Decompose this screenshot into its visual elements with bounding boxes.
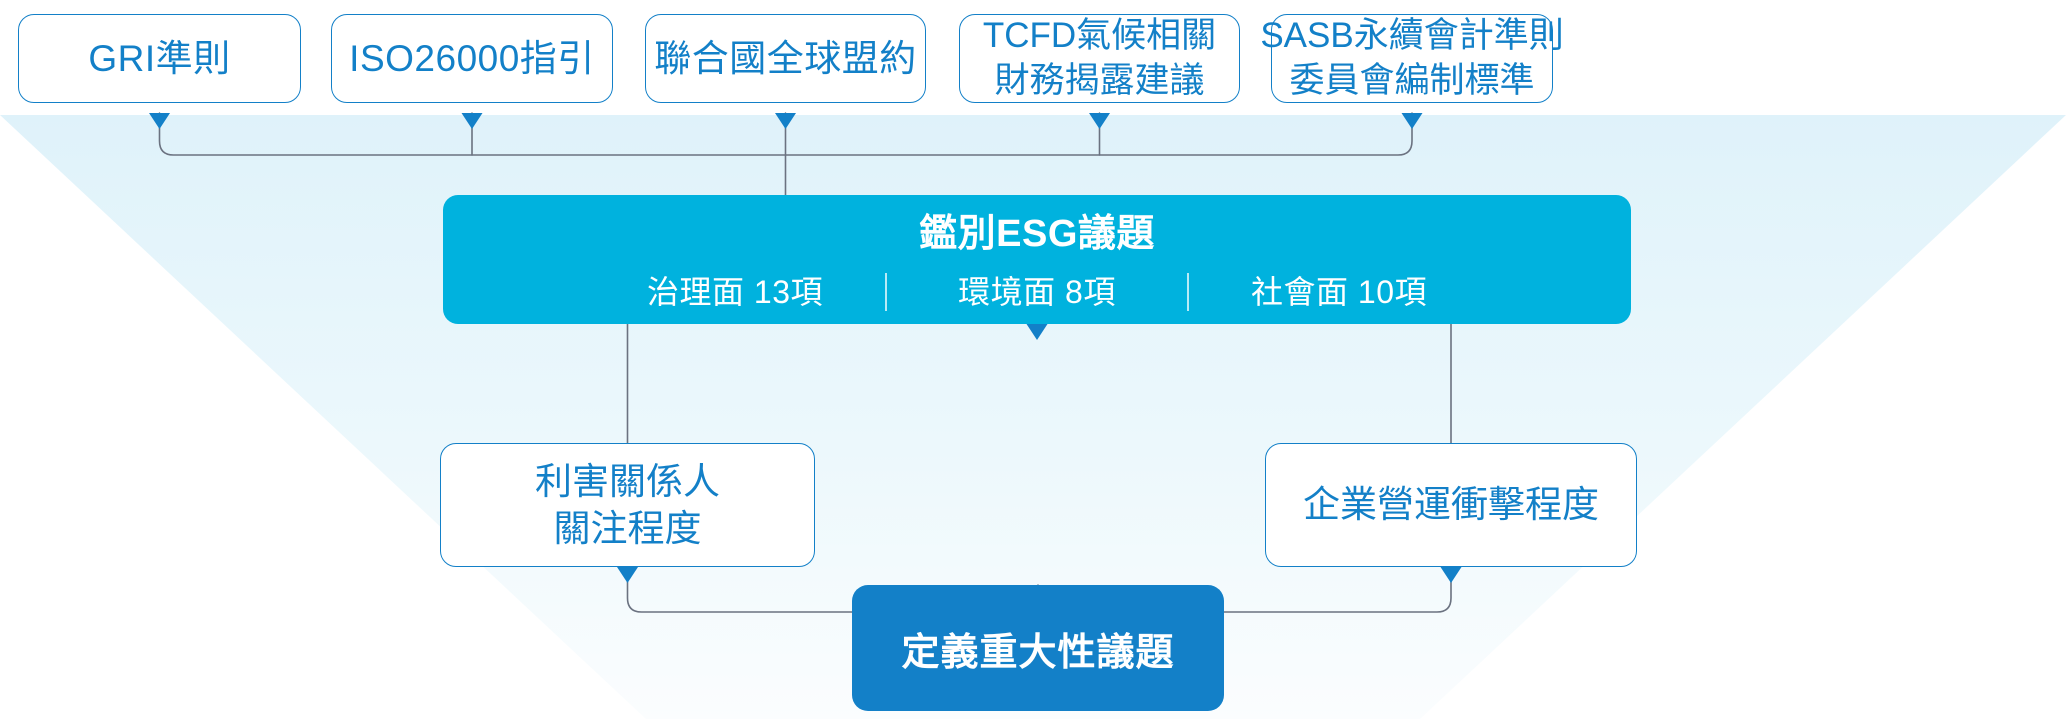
evaluation-box-stakeholder-concern[interactable]: 利害關係人 關注程度 bbox=[440, 443, 815, 567]
identify-esg-topics-title: 鑑別ESG議題 bbox=[919, 212, 1155, 255]
esg-category-environment: 環境面 8項 bbox=[958, 273, 1116, 310]
source-box-tcfd-line-2: 財務揭露建議 bbox=[994, 60, 1205, 100]
source-box-un-global-compact-line-1: 聯合國全球盟約 bbox=[654, 37, 917, 79]
esg-category-governance: 治理面 13項 bbox=[647, 273, 823, 310]
source-box-gri[interactable]: GRI準則 bbox=[18, 14, 301, 103]
category-divider-1 bbox=[885, 272, 887, 311]
evaluation-box-business-impact[interactable]: 企業營運衝擊程度 bbox=[1265, 443, 1637, 567]
evaluation-box-business-impact-line-1: 企業營運衝擊程度 bbox=[1303, 484, 1599, 526]
source-box-sasb-line-2: 委員會編制標準 bbox=[1289, 60, 1535, 100]
outcome-box-label: 定義重大性議題 bbox=[901, 631, 1175, 674]
category-divider-2 bbox=[1187, 272, 1189, 311]
esg-category-row: 治理面 13項 環境面 8項 社會面 10項 bbox=[585, 272, 1489, 311]
outcome-box-define-material-topics[interactable]: 定義重大性議題 bbox=[852, 585, 1224, 711]
source-box-sasb[interactable]: SASB永續會計準則 委員會編制標準 bbox=[1260, 14, 1564, 103]
source-box-tcfd[interactable]: TCFD氣候相關 財務揭露建議 bbox=[959, 14, 1240, 103]
source-box-tcfd-line-1: TCFD氣候相關 bbox=[982, 16, 1217, 56]
source-box-gri-line-1: GRI準則 bbox=[88, 37, 231, 79]
source-box-iso26000[interactable]: ISO26000指引 bbox=[331, 14, 613, 103]
identify-esg-topics-bar[interactable]: 鑑別ESG議題 治理面 13項 環境面 8項 社會面 10項 bbox=[443, 195, 1631, 324]
evaluation-box-stakeholder-concern-line-1: 利害關係人 bbox=[535, 460, 720, 502]
source-box-sasb-line-1: SASB永續會計準則 bbox=[1260, 16, 1564, 56]
esg-category-social: 社會面 10項 bbox=[1251, 273, 1427, 310]
evaluation-box-stakeholder-concern-line-2: 關注程度 bbox=[553, 508, 702, 549]
source-box-un-global-compact[interactable]: 聯合國全球盟約 bbox=[645, 14, 926, 103]
source-box-iso26000-line-1: ISO26000指引 bbox=[349, 37, 595, 79]
